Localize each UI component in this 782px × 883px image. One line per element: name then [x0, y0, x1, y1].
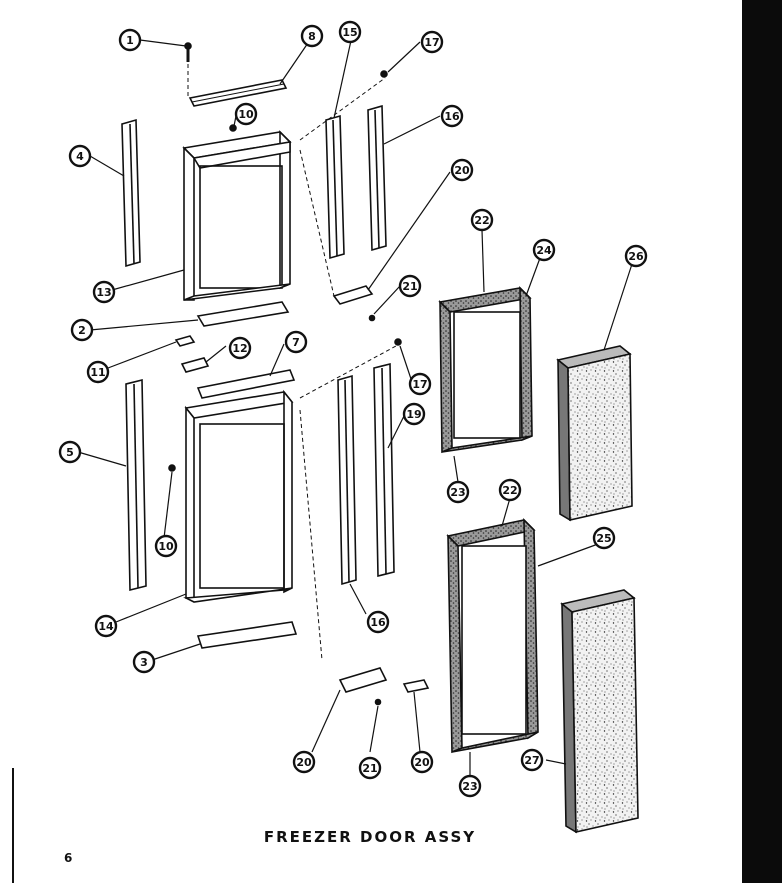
hinge-plate-7 — [196, 369, 296, 399]
hinge-20-upper — [332, 285, 374, 305]
callout-number: 12 — [232, 342, 247, 355]
callout-16: 16 — [366, 610, 390, 634]
callout-number: 21 — [362, 762, 377, 775]
screw-1 — [184, 42, 192, 98]
callout-number: 14 — [98, 620, 114, 633]
callout-number: 15 — [342, 26, 357, 39]
side-trim-4 — [121, 118, 141, 268]
screw-17-upper — [380, 70, 388, 78]
callout-11: 11 — [86, 360, 110, 384]
callout-number: 25 — [596, 532, 611, 545]
callout-number: 4 — [76, 150, 84, 163]
callout-23: 23 — [446, 480, 470, 504]
scan-edge-bar — [742, 0, 782, 883]
part-11 — [174, 335, 196, 347]
callout-number: 10 — [158, 540, 174, 553]
callout-10: 10 — [154, 534, 178, 558]
callout-number: 22 — [502, 484, 517, 497]
callout-27: 27 — [520, 748, 544, 772]
channel-15 — [325, 114, 345, 260]
callout-22: 22 — [498, 478, 522, 502]
foam-panel-26 — [556, 345, 633, 522]
callout-number: 8 — [308, 30, 316, 43]
callout-number: 19 — [406, 408, 421, 421]
callout-17: 17 — [420, 30, 444, 54]
channel-16-lower — [337, 374, 357, 586]
callout-number: 5 — [66, 446, 74, 459]
callout-19: 19 — [402, 402, 426, 426]
callout-13: 13 — [92, 280, 116, 304]
foam-panel-27 — [560, 589, 639, 834]
callout-16: 16 — [440, 104, 464, 128]
callout-26: 26 — [624, 244, 648, 268]
callout-number: 3 — [140, 656, 148, 669]
callout-number: 17 — [424, 36, 439, 49]
callout-1: 1 — [118, 28, 142, 52]
callout-number: 17 — [412, 378, 427, 391]
channel-16-upper — [367, 104, 387, 252]
page-number: 6 — [64, 851, 73, 865]
callout-22: 22 — [470, 208, 494, 232]
screw-21-lower — [374, 698, 382, 706]
callout-8: 8 — [300, 24, 324, 48]
callout-number: 2 — [78, 324, 86, 337]
callout-number: 16 — [444, 110, 460, 123]
callout-10: 10 — [234, 102, 258, 126]
callout-number: 23 — [462, 780, 477, 793]
upper-door-frame-13 — [182, 130, 292, 301]
callout-20: 20 — [410, 750, 434, 774]
screw-10-upper — [229, 124, 237, 132]
callout-20: 20 — [292, 750, 316, 774]
hinge-20-lower-left — [338, 667, 388, 693]
callout-21: 21 — [358, 756, 382, 780]
bottom-plate-2 — [196, 301, 290, 327]
screw-21-upper — [368, 314, 376, 322]
bottom-plate-3 — [196, 621, 298, 649]
screw-10-lower — [168, 464, 176, 472]
callout-number: 7 — [292, 336, 300, 349]
scan-edge-line — [12, 768, 14, 883]
callout-number: 20 — [454, 164, 470, 177]
channel-19 — [373, 362, 395, 578]
callout-4: 4 — [68, 144, 92, 168]
callout-number: 20 — [414, 756, 430, 769]
callout-number: 16 — [370, 616, 386, 629]
diagram-title: FREEZER DOOR ASSY — [263, 828, 477, 846]
lower-gasket-25 — [446, 518, 539, 754]
callout-25: 25 — [592, 526, 616, 550]
callout-number: 24 — [536, 244, 552, 257]
callout-2: 2 — [70, 318, 94, 342]
callout-15: 15 — [338, 20, 362, 44]
part-12 — [180, 357, 210, 373]
callout-number: 27 — [524, 754, 539, 767]
callout-number: 23 — [450, 486, 465, 499]
callout-17: 17 — [408, 372, 432, 396]
callout-5: 5 — [58, 440, 82, 464]
callout-number: 22 — [474, 214, 489, 227]
callout-number: 13 — [96, 286, 111, 299]
callout-20: 20 — [450, 158, 474, 182]
upper-gasket-24 — [438, 286, 533, 454]
callout-number: 1 — [126, 34, 134, 47]
callout-number: 10 — [238, 108, 254, 121]
hinge-20-lower-right — [402, 679, 430, 693]
callout-23: 23 — [458, 774, 482, 798]
lower-door-frame-14 — [183, 389, 294, 603]
callout-3: 3 — [132, 650, 156, 674]
callout-21: 21 — [398, 274, 422, 298]
callout-number: 21 — [402, 280, 417, 293]
callout-14: 14 — [94, 614, 118, 638]
side-trim-5 — [125, 378, 147, 592]
callout-7: 7 — [284, 330, 308, 354]
screw-17-lower — [394, 338, 402, 346]
callout-number: 26 — [628, 250, 644, 263]
callout-number: 11 — [90, 366, 105, 379]
callout-12: 12 — [228, 336, 252, 360]
callout-number: 20 — [296, 756, 312, 769]
callout-24: 24 — [532, 238, 556, 262]
